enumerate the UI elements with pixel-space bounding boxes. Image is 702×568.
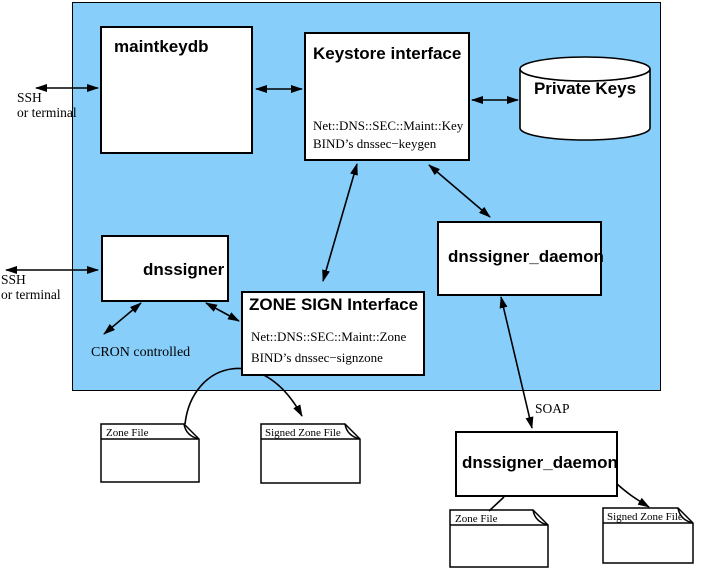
node-maintkeydb-title: maintkeydb: [114, 37, 209, 56]
arc-zonefile-signedzonefile: [184, 367, 303, 425]
signed-zone-file-bottom-shape: [602, 507, 694, 564]
node-zonesign-title: ZONE SIGN Interface: [249, 295, 419, 314]
signed-zone-file-bottom-label: Signed Zone File: [607, 511, 683, 523]
node-dnssigner-daemon-inner-title: dnssigner_daemon: [448, 247, 604, 266]
node-maintkeydb: maintkeydb: [100, 26, 253, 154]
arrow-keystore-daemon: [428, 164, 491, 218]
zone-file-bottom-label: Zone File: [455, 513, 498, 525]
node-zone-sign-interface: ZONE SIGN Interface Net::DNS::SEC::Maint…: [241, 291, 425, 376]
zone-file-left-label: Zone File: [106, 427, 149, 439]
arrow-daemon-soap-daemon: [499, 296, 534, 429]
signed-zone-file-left-shape: [260, 423, 361, 484]
node-zonesign-module-line: Net::DNS::SEC::Maint::Zone: [251, 329, 407, 344]
node-zonesign-tool-line: BIND’s dnssec−signzone: [251, 350, 383, 365]
node-keystore-interface: Keystore interface Net::DNS::SEC::Maint:…: [304, 32, 470, 161]
ssh-bottom-line2: or terminal: [1, 287, 61, 302]
private-keys-label: Private Keys: [533, 79, 637, 98]
ssh-bottom-line1: SSH: [1, 272, 26, 287]
node-keystore-tool-line: BIND’s dnssec−keygen: [313, 136, 437, 151]
node-dnssigner-daemon-inner: dnssigner_daemon: [437, 221, 604, 296]
zone-file-left-shape: [100, 423, 200, 483]
cron-controlled-label: CRON controlled: [91, 345, 191, 360]
node-keystore-module-line: Net::DNS::SEC::Maint::Key: [313, 118, 464, 133]
ssh-terminal-label-bottom: SSH or terminal: [1, 272, 61, 302]
line-daemon-zonefile: [488, 496, 505, 512]
zone-file-bottom-shape: [449, 509, 549, 568]
ssh-terminal-label-top: SSH or terminal: [17, 90, 77, 120]
arrow-dnssigner-zonesign: [205, 302, 240, 322]
signed-zone-file-left-label: Signed Zone File: [265, 427, 341, 439]
node-dnssigner-title: dnssigner: [143, 260, 225, 279]
private-keys-cylinder: [519, 56, 651, 141]
ssh-top-line2: or terminal: [17, 105, 77, 120]
node-dnssigner: dnssigner: [101, 235, 229, 302]
node-dnssigner-daemon-outer-title: dnssigner_daemon: [462, 453, 618, 472]
node-keystore-title: Keystore interface: [313, 44, 462, 63]
arc-daemon-signedzonefile: [615, 482, 650, 508]
node-dnssigner-daemon-outer: dnssigner_daemon: [455, 431, 618, 497]
arrow-dnssigner-cron: [103, 302, 142, 335]
soap-label: SOAP: [535, 401, 570, 416]
arrow-keystore-zonesign: [322, 163, 358, 282]
ssh-top-line1: SSH: [17, 90, 42, 105]
